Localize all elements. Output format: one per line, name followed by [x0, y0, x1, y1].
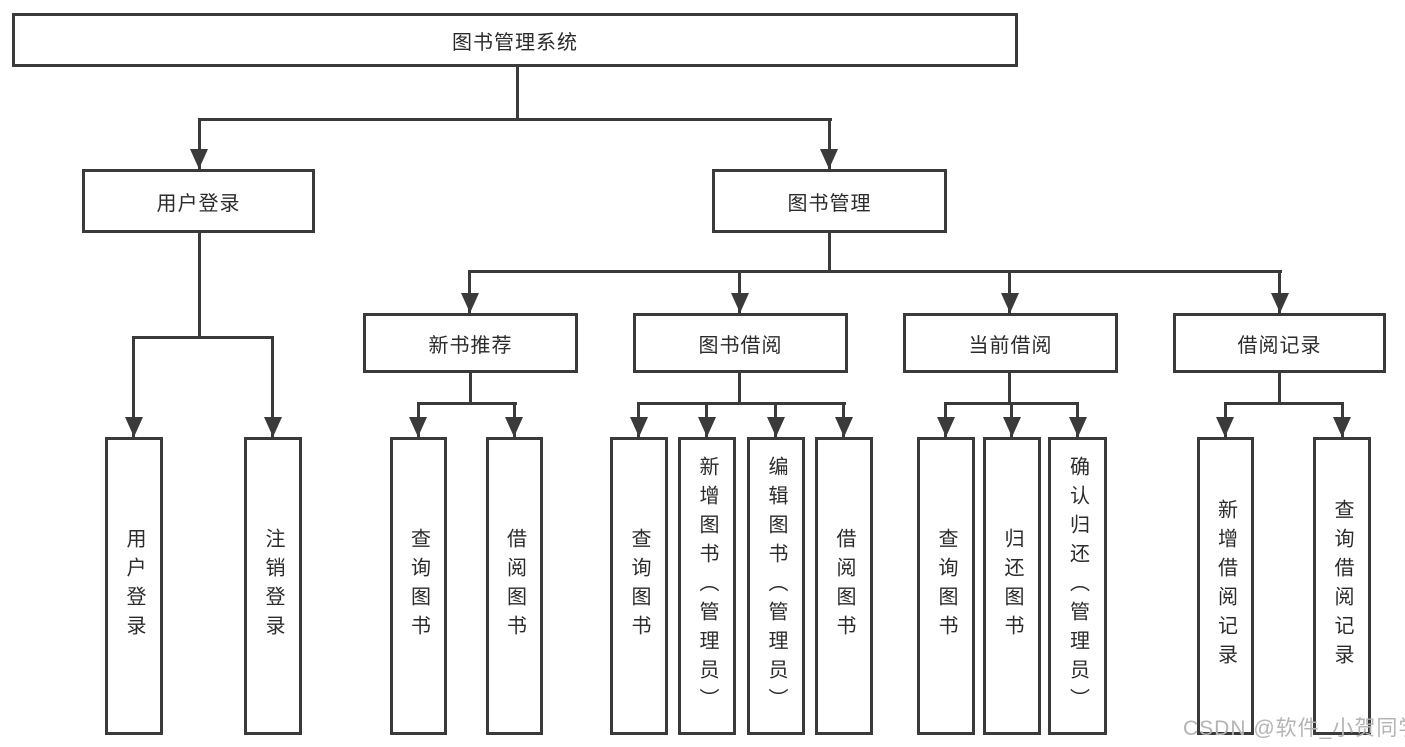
- arrow-down-icon: [1271, 293, 1289, 313]
- leaf-borrow-books-borrowing-label: 借阅图书: [833, 528, 855, 644]
- connector-drop-module: [1008, 270, 1011, 313]
- node-current-borrowing-label: 当前借阅: [968, 334, 1053, 357]
- arrow-down-icon: [698, 417, 716, 437]
- leaf-add-book-admin-label: 新增图书（管理员）: [696, 455, 718, 717]
- node-book-borrowing-label: 图书借阅: [698, 334, 783, 357]
- leaf-confirm-return-admin-label: 确认归还（管理员）: [1066, 455, 1089, 717]
- connector-module-stem: [1008, 373, 1011, 404]
- connector-drop-leaf: [271, 336, 274, 437]
- node-current-borrowing: 当前借阅: [903, 313, 1118, 373]
- leaf-query-borrow-record: 查询借阅记录: [1313, 437, 1371, 735]
- leaf-logout: 注销登录: [244, 437, 302, 735]
- node-library-management-system: 图书管理系统: [12, 13, 1018, 67]
- connector-user-login-rail: [132, 336, 274, 339]
- leaf-add-book-admin: 新增图书（管理员）: [678, 437, 736, 735]
- arrow-down-icon: [461, 293, 479, 313]
- leaf-return-books-label: 归还图书: [1001, 528, 1023, 644]
- csdn-watermark: CSDN @软件_小贺同学: [1183, 717, 1405, 740]
- arrow-down-icon: [630, 417, 648, 437]
- arrow-down-icon: [1333, 417, 1351, 437]
- connector-group-rail: [637, 402, 846, 405]
- leaf-borrow-books-recommendation-label: 借阅图书: [503, 528, 526, 644]
- arrow-down-icon: [1003, 417, 1021, 437]
- connector-level3-rail: [468, 270, 1282, 273]
- arrow-down-icon: [937, 417, 955, 437]
- arrow-down-icon: [1001, 293, 1019, 313]
- arrow-down-icon: [125, 417, 143, 437]
- node-user-login-label: 用户登录: [156, 192, 241, 215]
- leaf-query-books-current: 查询图书: [917, 437, 975, 735]
- leaf-add-borrow-record: 新增借阅记录: [1197, 437, 1254, 735]
- connector-drop-leaf: [132, 336, 135, 437]
- arrow-down-icon: [731, 293, 749, 313]
- connector-user-login-stem: [198, 233, 201, 336]
- arrow-down-icon: [409, 417, 427, 437]
- leaf-add-borrow-record-label: 新增借阅记录: [1214, 499, 1237, 673]
- connector-level1-rail: [198, 118, 832, 121]
- connector-book-management-stem: [828, 233, 831, 272]
- leaf-query-books-current-label: 查询图书: [935, 528, 957, 644]
- leaf-query-books-borrowing: 查询图书: [610, 437, 668, 735]
- connector-module-stem: [1278, 373, 1281, 404]
- arrow-down-icon: [767, 417, 785, 437]
- leaf-confirm-return-admin: 确认归还（管理员）: [1048, 437, 1107, 735]
- node-book-management-label: 图书管理: [787, 192, 872, 215]
- connector-drop-book-management: [828, 118, 831, 169]
- node-new-book-recommendation: 新书推荐: [363, 313, 578, 373]
- node-book-borrowing: 图书借阅: [633, 313, 848, 373]
- node-book-management: 图书管理: [712, 169, 947, 233]
- leaf-return-books: 归还图书: [983, 437, 1041, 735]
- arrow-down-icon: [1216, 417, 1234, 437]
- connector-drop-user-login: [198, 118, 201, 169]
- leaf-edit-book-admin: 编辑图书（管理员）: [747, 437, 805, 735]
- leaf-user-login-label: 用户登录: [123, 528, 145, 644]
- connector-drop-module: [468, 270, 471, 313]
- node-root-label: 图书管理系统: [452, 31, 578, 54]
- node-user-login: 用户登录: [82, 169, 315, 233]
- arrow-down-icon: [1069, 417, 1087, 437]
- arrow-down-icon: [190, 149, 208, 169]
- arrow-down-icon: [505, 417, 523, 437]
- node-borrowing-records: 借阅记录: [1173, 313, 1386, 373]
- connector-root-stem: [516, 67, 519, 120]
- connector-group-rail: [1224, 402, 1344, 405]
- node-new-book-recommendation-label: 新书推荐: [428, 334, 513, 357]
- connector-module-stem: [469, 373, 472, 404]
- leaf-logout-label: 注销登录: [262, 528, 284, 644]
- leaf-query-books-recommendation-label: 查询图书: [407, 528, 430, 644]
- arrow-down-icon: [820, 149, 838, 169]
- leaf-user-login: 用户登录: [105, 437, 163, 735]
- connector-module-stem: [738, 373, 741, 404]
- leaf-query-books-borrowing-label: 查询图书: [628, 528, 650, 644]
- leaf-query-borrow-record-label: 查询借阅记录: [1331, 499, 1353, 673]
- arrow-down-icon: [264, 417, 282, 437]
- connector-drop-module: [738, 270, 741, 313]
- leaf-borrow-books-borrowing: 借阅图书: [815, 437, 873, 735]
- connector-drop-module: [1278, 270, 1281, 313]
- leaf-query-books-recommendation: 查询图书: [390, 437, 447, 735]
- leaf-edit-book-admin-label: 编辑图书（管理员）: [765, 455, 787, 717]
- connector-group-rail: [417, 402, 517, 405]
- leaf-borrow-books-recommendation: 借阅图书: [486, 437, 543, 735]
- node-borrowing-records-label: 借阅记录: [1237, 334, 1322, 357]
- arrow-down-icon: [835, 417, 853, 437]
